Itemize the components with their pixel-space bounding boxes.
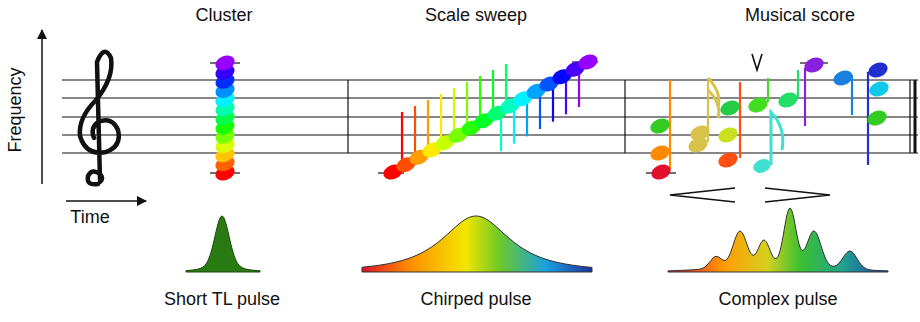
note-head xyxy=(649,162,673,182)
chirped-pulse xyxy=(362,216,592,272)
axis-label: Time xyxy=(70,208,109,228)
note-head xyxy=(716,125,740,145)
crescendo-hairpin xyxy=(670,188,735,202)
pulse-label: Chirped pulse xyxy=(420,290,531,310)
note-stem xyxy=(767,78,769,102)
note-head xyxy=(576,52,600,72)
note-head xyxy=(648,116,672,136)
note-head xyxy=(716,150,740,170)
note-stem xyxy=(804,68,806,126)
staff-lines xyxy=(62,80,918,153)
note-head xyxy=(213,53,237,73)
treble-clef xyxy=(80,52,119,184)
note-head xyxy=(751,157,773,176)
pulse-label: Short TL pulse xyxy=(164,290,280,310)
axis-label: Frequency xyxy=(6,67,26,152)
section-title: Cluster xyxy=(195,6,252,26)
note-stem xyxy=(739,82,741,158)
note-head xyxy=(776,90,800,110)
note-flag xyxy=(771,112,783,165)
note-stem xyxy=(851,75,853,115)
accent-mark xyxy=(752,54,762,70)
short-pulse xyxy=(186,216,260,272)
note-stem xyxy=(797,70,799,97)
note-head xyxy=(867,79,891,99)
frequency-axis xyxy=(41,30,43,184)
note-head xyxy=(802,55,826,75)
note-head xyxy=(648,143,672,163)
bar-lines xyxy=(348,80,915,153)
section-title: Musical score xyxy=(745,6,855,26)
decrescendo-hairpin xyxy=(765,188,830,202)
note-head xyxy=(746,95,770,115)
note-head xyxy=(718,98,742,118)
section-title: Scale sweep xyxy=(425,6,527,26)
pulse-label: Complex pulse xyxy=(718,290,837,310)
note-flag xyxy=(708,78,719,118)
note-head xyxy=(866,60,890,80)
note-head xyxy=(688,123,712,143)
note-head xyxy=(865,108,889,128)
time-axis xyxy=(66,200,146,202)
note-head xyxy=(831,68,855,88)
ledger-lines xyxy=(210,62,828,173)
complex-pulse xyxy=(668,208,888,272)
